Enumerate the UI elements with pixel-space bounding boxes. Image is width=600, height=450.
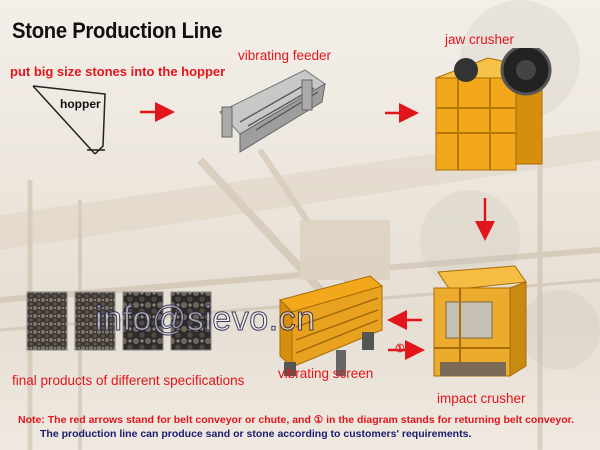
final-products-images [26,291,212,351]
hopper-drawing [32,85,106,155]
note-line-2: The production line can produce sand or … [40,428,472,440]
note-line-1: Note: The red arrows stand for belt conv… [18,414,575,426]
final-products-label: final products of different specificatio… [12,373,245,388]
vibrating-screen-image [279,275,384,376]
watermark: info@sievo.cn [95,300,316,339]
impact-crusher-image [433,265,527,377]
vibrating-feeder-label: vibrating feeder [238,48,332,63]
vibrating-screen-label: vibrating screen [278,366,374,381]
hopper-label: hopper [60,97,101,111]
jaw-crusher-image [435,48,552,171]
jaw-crusher-label: jaw crusher [445,32,515,47]
return-conveyor-marker: ① [395,343,405,355]
hopper-instruction: put big size stones into the hopper [10,64,226,79]
page-title: Stone Production Line [12,18,223,43]
impact-crusher-label: impact crusher [437,391,526,406]
vibrating-feeder-image [219,69,326,153]
